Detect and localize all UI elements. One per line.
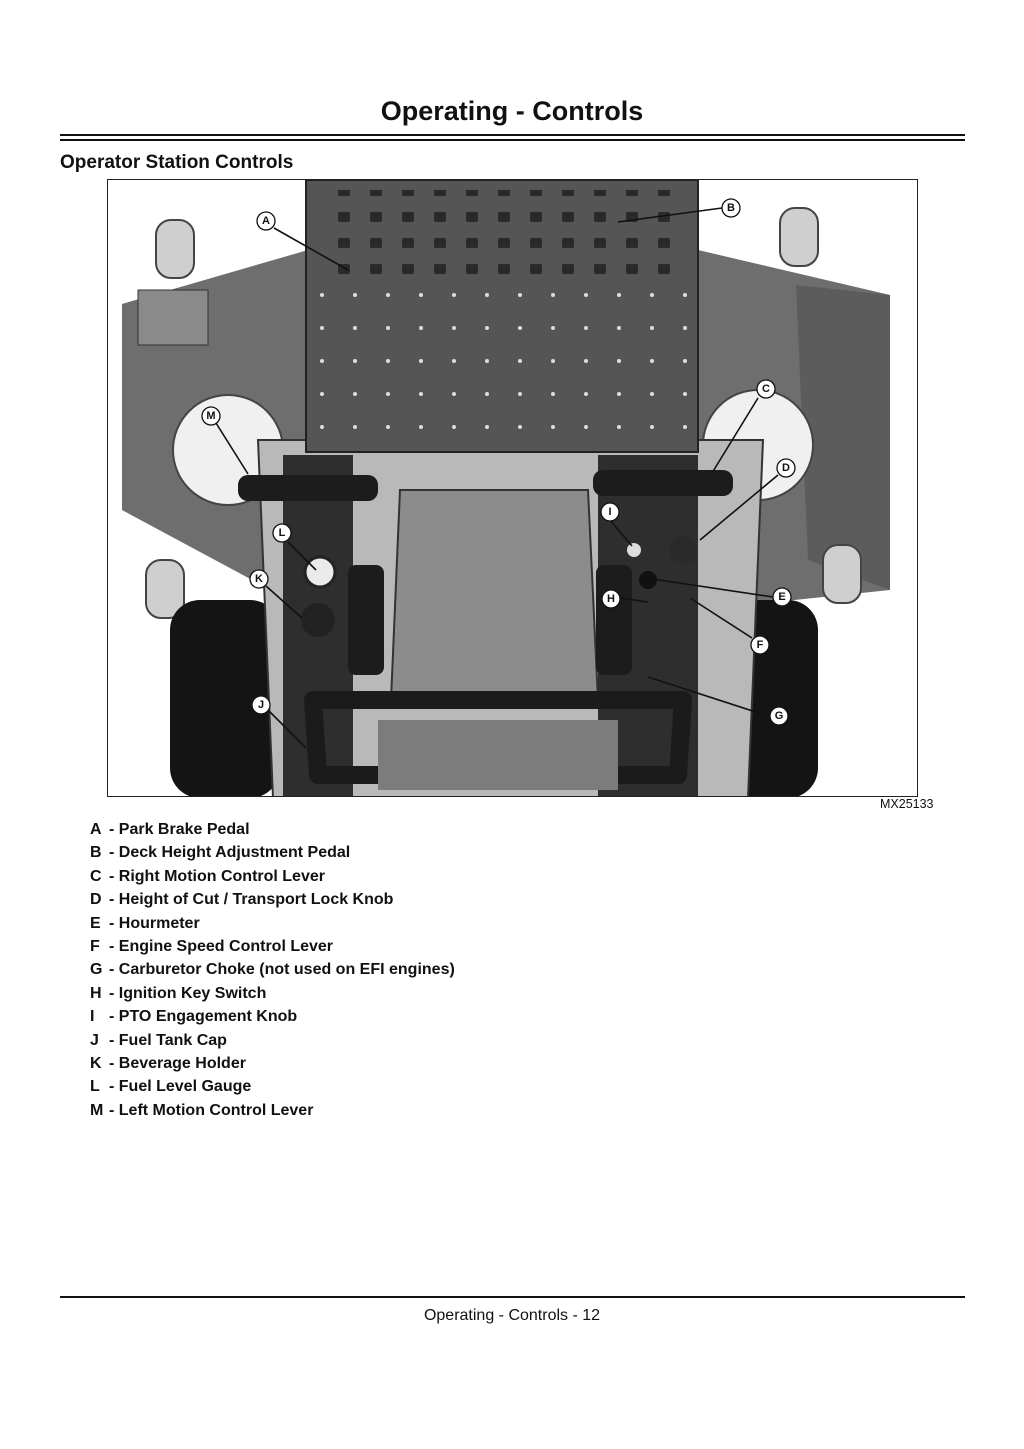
- title-rule-double: [60, 139, 965, 141]
- legend-letter: J: [90, 1031, 99, 1049]
- legend-item: A - Park Brake Pedal: [90, 820, 455, 843]
- legend-text: - Beverage Holder: [109, 1054, 246, 1072]
- legend-letter: D: [90, 891, 102, 909]
- motion-control-levers: [238, 470, 733, 501]
- callout-B: B: [721, 198, 741, 218]
- legend-letter: L: [90, 1078, 100, 1096]
- legend-item: J - Fuel Tank Cap: [90, 1031, 455, 1054]
- legend-item: G - Carburetor Choke (not used on EFI eng…: [90, 960, 455, 983]
- svg-text:M: M: [206, 410, 215, 422]
- svg-text:F: F: [757, 639, 764, 651]
- legend-text: - Fuel Level Gauge: [109, 1078, 252, 1096]
- section-heading: Operator Station Controls: [60, 152, 294, 173]
- legend-text: - Deck Height Adjustment Pedal: [109, 844, 351, 862]
- legend-letter: M: [90, 1101, 104, 1119]
- callout-M: M: [201, 406, 221, 426]
- legend-letter: A: [90, 821, 102, 838]
- legend-letter: H: [90, 984, 102, 1002]
- legend-item: C - Right Motion Control Lever: [90, 867, 455, 890]
- figure-id: MX25133: [880, 797, 934, 811]
- legend-letter: B: [90, 844, 102, 862]
- callout-A: A: [256, 211, 276, 231]
- callout-G: G: [769, 706, 789, 726]
- svg-text:E: E: [778, 591, 785, 603]
- callout-H: H: [601, 589, 621, 609]
- legend-letter: C: [90, 867, 102, 885]
- legend-text: - Fuel Tank Cap: [109, 1031, 227, 1049]
- legend-letter: K: [90, 1054, 102, 1072]
- legend-text: - Engine Speed Control Lever: [109, 937, 334, 955]
- callout-K: K: [249, 569, 269, 589]
- legend-item: E - Hourmeter: [90, 914, 455, 937]
- legend-text: - PTO Engagement Knob: [109, 1008, 298, 1026]
- page-title: Operating - Controls: [380, 96, 644, 126]
- leader-lines: [215, 207, 779, 749]
- footer-rule: [60, 1296, 965, 1298]
- callout-L: L: [272, 523, 292, 543]
- legend-text: - Hourmeter: [109, 914, 200, 932]
- legend-text: - Carburetor Choke (not used on EFI engi…: [109, 961, 455, 979]
- svg-text:A: A: [262, 215, 270, 227]
- legend-text: - Right Motion Control Lever: [109, 867, 325, 885]
- svg-text:L: L: [279, 527, 286, 539]
- legend-item: K - Beverage Holder: [90, 1054, 455, 1077]
- foot-plate: [305, 180, 699, 453]
- legend-letter: G: [90, 961, 103, 979]
- legend-item: F - Engine Speed Control Lever: [90, 937, 455, 960]
- legend-text: - Ignition Key Switch: [109, 984, 267, 1002]
- svg-text:J: J: [258, 699, 264, 711]
- svg-text:C: C: [762, 383, 770, 395]
- legend-item: H - Ignition Key Switch: [90, 984, 455, 1007]
- legend-text: - Left Motion Control Lever: [109, 1101, 314, 1119]
- operator-seat: [348, 489, 632, 701]
- legend-item: D - Height of Cut / Transport Lock Knob: [90, 890, 455, 913]
- legend-letter: F: [90, 937, 100, 955]
- legend-item: I - PTO Engagement Knob: [90, 1007, 455, 1030]
- legend-text: - Height of Cut / Transport Lock Knob: [109, 891, 394, 909]
- callout-J: J: [251, 695, 271, 715]
- callout-D: D: [776, 458, 796, 478]
- callout-C: C: [756, 379, 776, 399]
- callout-F: F: [750, 635, 770, 655]
- legend-item: M - Left Motion Control Lever: [90, 1101, 455, 1124]
- seat-back: [304, 691, 692, 790]
- caster-wheels: [145, 207, 862, 619]
- legend-letter: I: [90, 1008, 95, 1026]
- svg-text:G: G: [775, 710, 784, 722]
- console-controls: [301, 536, 697, 637]
- svg-text:I: I: [608, 506, 611, 518]
- legend-item: L - Fuel Level Gauge: [90, 1077, 455, 1100]
- svg-text:K: K: [255, 573, 263, 585]
- legend-item: B - Deck Height Adjustment Pedal: [90, 843, 455, 866]
- svg-text:D: D: [782, 462, 790, 474]
- svg-text:B: B: [727, 202, 735, 214]
- callout-E: E: [772, 587, 792, 607]
- svg-text:H: H: [607, 593, 615, 605]
- callout-legend: A - Park Brake Pedal B - Deck Height Adjus…: [90, 820, 455, 1124]
- operator-station-illustration: A B C D E F G H I J K L M: [107, 179, 918, 797]
- legend-letter: E: [90, 914, 101, 932]
- title-rule: [60, 134, 965, 136]
- callout-I: I: [600, 502, 620, 522]
- page-footer: Operating - Controls - 12: [423, 1307, 601, 1324]
- legend-text: - Park Brake Pedal: [109, 821, 250, 838]
